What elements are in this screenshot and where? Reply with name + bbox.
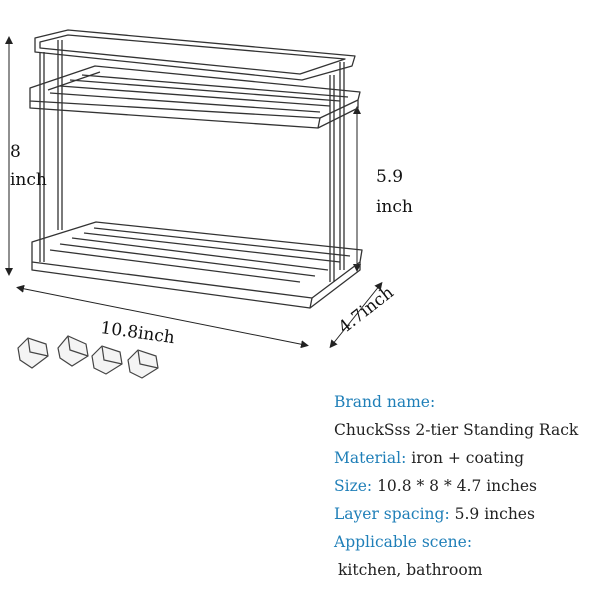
spec-spacing-row: Layer spacing: 5.9 inches bbox=[334, 500, 596, 528]
spec-material-row: Material: iron + coating bbox=[334, 444, 596, 472]
lower-tray bbox=[31, 221, 363, 309]
height-unit: inch bbox=[10, 170, 47, 190]
clip-1 bbox=[17, 337, 49, 369]
size-label: Size: bbox=[334, 477, 373, 495]
spec-list: Brand name: ChuckSss 2-tier Standing Rac… bbox=[334, 388, 596, 584]
layer-spacing-value: 5.9 inches bbox=[449, 505, 535, 523]
scene-value: kitchen, bathroom bbox=[338, 561, 483, 579]
width-arrow bbox=[16, 284, 309, 349]
size-value: 10.8 * 8 * 4.7 inches bbox=[372, 477, 537, 495]
height-label: 8 inch bbox=[10, 138, 47, 194]
spec-brand-value-row: ChuckSss 2-tier Standing Rack bbox=[334, 416, 596, 444]
rack-clips bbox=[17, 335, 159, 379]
height-value: 8 bbox=[10, 142, 21, 162]
spec-scene-value-row: kitchen, bathroom bbox=[334, 556, 596, 584]
spacing-label: 5.9 inch bbox=[376, 162, 413, 222]
spacing-dim-unit: inch bbox=[376, 197, 413, 217]
brand-value: ChuckSss 2-tier Standing Rack bbox=[334, 421, 579, 439]
spec-scene-label-row: Applicable scene: bbox=[334, 528, 596, 556]
clip-4 bbox=[127, 349, 159, 379]
clip-3 bbox=[91, 345, 123, 375]
upper-tray bbox=[29, 65, 361, 129]
layer-spacing-label: Layer spacing: bbox=[334, 505, 450, 523]
brand-label: Brand name: bbox=[334, 393, 436, 411]
spec-size-row: Size: 10.8 * 8 * 4.7 inches bbox=[334, 472, 596, 500]
spec-brand-label-row: Brand name: bbox=[334, 388, 596, 416]
top-rail bbox=[34, 29, 356, 81]
material-value: iron + coating bbox=[406, 449, 525, 467]
spacing-dim-value: 5.9 bbox=[376, 167, 404, 187]
clip-2 bbox=[57, 335, 89, 367]
scene-label: Applicable scene: bbox=[334, 533, 473, 551]
material-label: Material: bbox=[334, 449, 407, 467]
depth-arrow bbox=[329, 281, 383, 349]
